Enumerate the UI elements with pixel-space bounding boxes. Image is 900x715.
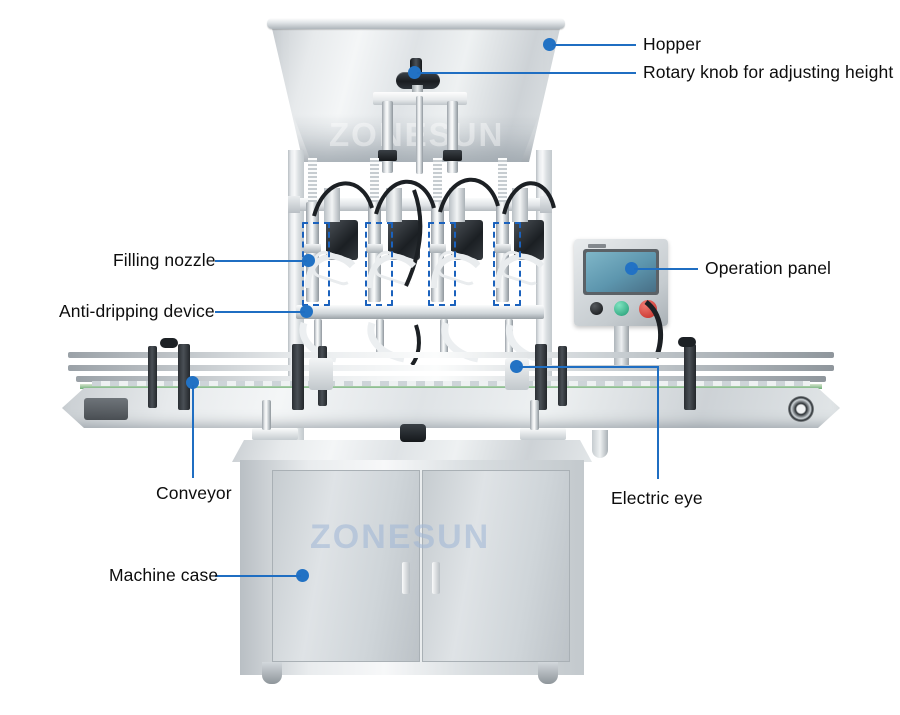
- rotary-knob-callout-dot: [408, 66, 421, 79]
- operation-panel-leader-line: [634, 267, 698, 270]
- callout-label-operation-panel: Operation panel: [705, 258, 832, 278]
- cabinet-door-left[interactable]: [272, 470, 420, 662]
- callout-label-hopper: Hopper: [643, 34, 701, 54]
- conveyor: [62, 352, 840, 430]
- callout-label-electric-eye: Electric eye: [611, 488, 703, 508]
- filling-nozzle-leader-line: [215, 259, 307, 262]
- conveyor-callout-dot: [186, 376, 199, 389]
- electric-eye-leader-line-v: [657, 365, 659, 479]
- operation-panel-callout-dot: [625, 262, 638, 275]
- nozzle-highlight-box-3: [428, 222, 456, 306]
- callout-label-conveyor: Conveyor: [156, 483, 232, 503]
- start-button[interactable]: [614, 301, 629, 316]
- machine-case-leader-line: [215, 574, 301, 577]
- conveyor-leader-line: [191, 385, 194, 478]
- rail-clamp: [535, 344, 547, 410]
- pneumatic-hoses: [304, 177, 556, 288]
- callout-label-anti-dripping: Anti-dripping device: [59, 301, 215, 321]
- hmi-screen[interactable]: [583, 249, 659, 295]
- callout-label-filling-nozzle: Filling nozzle: [113, 250, 216, 270]
- rail-clamp: [292, 344, 304, 410]
- anti-dripping-callout-dot: [300, 305, 313, 318]
- hopper-leader-line: [552, 43, 636, 46]
- callout-label-rotary-knob: Rotary knob for adjusting height: [643, 62, 894, 82]
- door-handle-right[interactable]: [432, 562, 440, 594]
- callout-label-machine-case: Machine case: [109, 565, 219, 585]
- panel-cable: [644, 300, 664, 359]
- machine-case-callout-dot: [296, 569, 309, 582]
- electric-eye-leader-line-h: [519, 365, 659, 368]
- nozzle-mount-shelf: [296, 305, 544, 319]
- rail-clamp: [684, 344, 696, 410]
- nozzle-highlight-box-2: [365, 222, 393, 306]
- machine-case: ZONESUN: [232, 440, 592, 685]
- caster: [538, 662, 558, 684]
- rail-clamp: [178, 344, 190, 410]
- door-handle-left[interactable]: [402, 562, 410, 594]
- rotary-knob-leader-line: [417, 71, 636, 74]
- selector-knob[interactable]: [590, 302, 603, 315]
- anti-dripping-leader-line: [215, 310, 305, 313]
- caster: [262, 662, 282, 684]
- nozzle-highlight-box-4: [493, 222, 521, 306]
- nozzle-assembly-3: [429, 158, 489, 318]
- emergency-stop-button[interactable]: [639, 300, 657, 318]
- nozzle-assembly-2: [366, 158, 426, 318]
- rail-clamp: [148, 346, 157, 408]
- hopper-callout-dot: [543, 38, 556, 51]
- cabinet-door-right[interactable]: [422, 470, 570, 662]
- electric-eye-callout-dot: [510, 360, 523, 373]
- operation-panel: [574, 239, 668, 366]
- filling-nozzle-callout-dot: [302, 254, 315, 267]
